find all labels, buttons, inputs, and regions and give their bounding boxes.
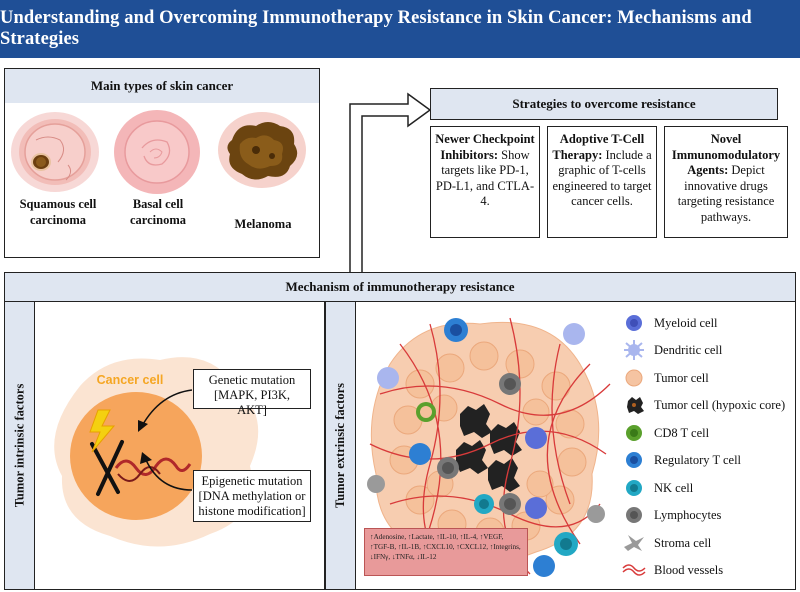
legend-label: CD8 T cell <box>654 425 710 440</box>
mechanism-title: Mechanism of immunotherapy resistance <box>4 272 796 302</box>
intrinsic-factors-label: Tumor intrinsic factors <box>12 383 27 508</box>
melanoma-label: Melanoma <box>234 217 292 231</box>
squamous-cell-carcinoma-image <box>11 112 99 192</box>
legend-hypoxic-tumor-cell: Tumor cell (hypoxic core) <box>622 395 785 415</box>
genetic-mutation-box: Genetic mutation [MAPK, PI3K, AKT] <box>193 369 311 417</box>
lymphocyte-icon <box>626 507 642 523</box>
strategy-checkpoint-text: Show targets like PD-1, PD-L1, and CTLA-… <box>435 147 535 209</box>
strategy-checkpoint-inhibitors: Newer Checkpoint Inhibitors: Show target… <box>430 126 540 238</box>
legend-nk-cell: NK cell <box>622 478 693 498</box>
legend-label: NK cell <box>654 480 694 495</box>
legend-label: Blood vessels <box>654 562 724 577</box>
tumor-cell-icon <box>625 369 643 387</box>
hypoxic-tumor-cell-icon <box>627 397 644 414</box>
strategy-immunomodulatory-text: Depict innovative drugs targeting resist… <box>677 163 775 224</box>
strategy-immunomodulatory-heading: Novel Immunomodulatory Agents: <box>671 132 781 177</box>
section-divider <box>324 302 326 589</box>
extrinsic-factors-label: Tumor extrinsic factors <box>333 383 348 508</box>
intrinsic-factors-label-box: Tumor intrinsic factors <box>5 302 35 589</box>
legend-label: Regulatory T cell <box>654 452 742 467</box>
myeloid-cell-icon <box>626 315 642 331</box>
strategy-checkpoint-heading: Newer Checkpoint Inhibitors: <box>435 132 535 162</box>
extrinsic-factors-label-box: Tumor extrinsic factors <box>326 302 356 589</box>
cancer-cell-label: Cancer cell <box>96 373 164 387</box>
cytokine-factors-box: ↑Adenosine, ↑Lactate, ↑IL-10, ↑IL-4, ↑VE… <box>364 528 528 576</box>
mutation-arrows <box>138 389 193 491</box>
stroma-cell-icon <box>624 535 644 551</box>
regulatory-t-cell-icon <box>626 452 642 468</box>
strategies-title: Strategies to overcome resistance <box>430 88 778 120</box>
legend-tumor-cell: Tumor cell <box>622 368 709 388</box>
squamous-cell-label: Squamous cell carcinoma <box>19 197 97 227</box>
cd8-t-cell-icon <box>626 425 642 441</box>
dendritic-cell-icon <box>624 340 644 360</box>
legend-label: Stroma cell <box>654 535 712 550</box>
legend-label: Tumor cell (hypoxic core) <box>654 397 786 412</box>
strategy-adoptive-t-cell: Adoptive T-Cell Therapy: Include a graph… <box>547 126 657 238</box>
flow-arrow-icon <box>349 92 432 276</box>
basal-cell-label: Basal cell carcinoma <box>129 197 186 227</box>
legend-dendritic-cell: Dendritic cell <box>622 340 722 360</box>
legend-blood-vessels: Blood vessels <box>622 560 723 580</box>
legend-regulatory-t-cell: Regulatory T cell <box>622 450 741 470</box>
legend-lymphocytes: Lymphocytes <box>622 505 721 525</box>
legend-cd8-t-cell: CD8 T cell <box>622 423 709 443</box>
legend-myeloid-cell: Myeloid cell <box>622 313 718 333</box>
legend-label: Lymphocytes <box>654 507 722 522</box>
tumor-microenvironment-illustration <box>367 317 611 577</box>
skin-cancer-panel-title: Main types of skin cancer <box>5 69 319 104</box>
legend-label: Dendritic cell <box>654 342 723 357</box>
legend-label: Myeloid cell <box>654 315 718 330</box>
nk-cell-icon <box>626 480 642 496</box>
basal-cell-carcinoma-image <box>114 110 200 194</box>
melanoma-image <box>218 112 306 188</box>
strategy-immunomodulatory: Novel Immunomodulatory Agents: Depict in… <box>664 126 788 238</box>
strategy-adoptive-text: Include a graphic of T-cells engineered … <box>552 147 652 209</box>
blood-vessel-icon <box>622 564 646 576</box>
diagram-title: Understanding and Overcoming Immunothera… <box>0 0 800 58</box>
epigenetic-mutation-box: Epigenetic mutation [DNA methylation or … <box>193 470 311 522</box>
strategy-adoptive-heading: Adoptive T-Cell Therapy: <box>552 132 645 162</box>
legend-label: Tumor cell <box>654 370 709 385</box>
legend-stroma-cell: Stroma cell <box>622 533 711 553</box>
